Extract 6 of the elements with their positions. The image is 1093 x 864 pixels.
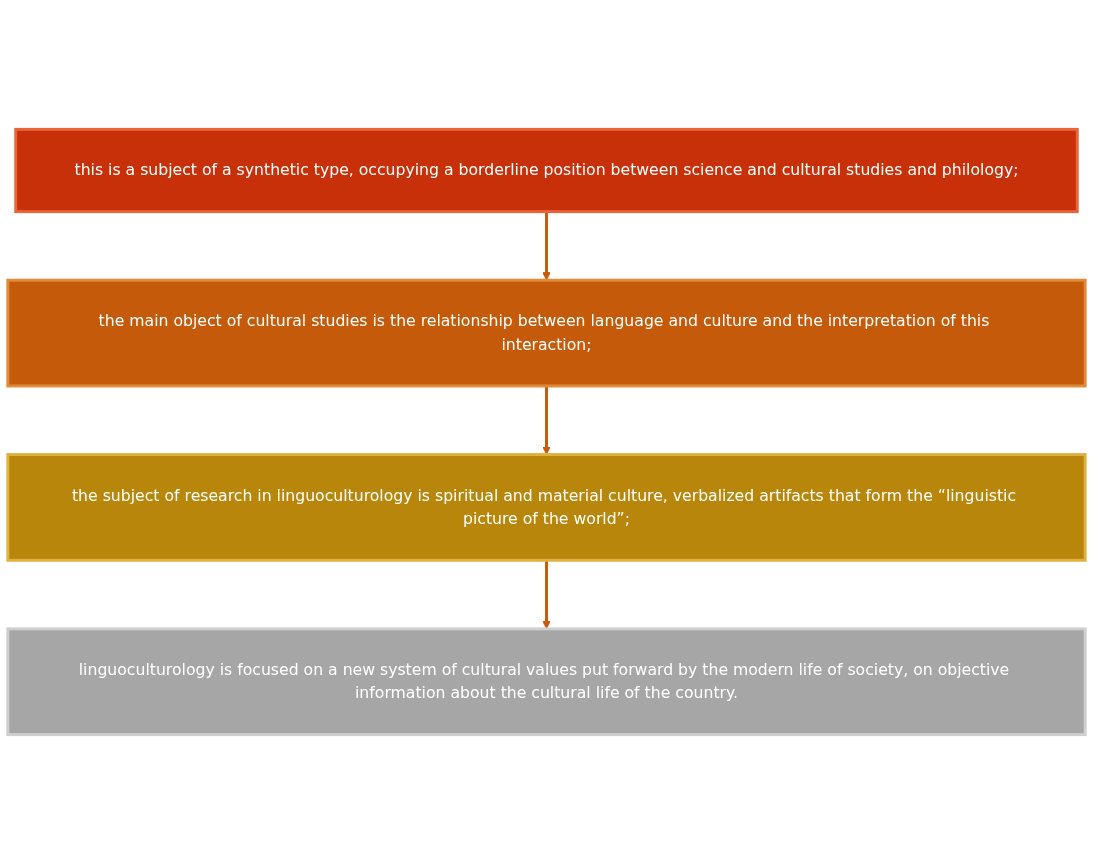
node-box: linguoculturology is focused on a new system of cultural values put forward by the modern life of society, on objective information about the cultural life of the country. xyxy=(6,627,1087,737)
arrow xyxy=(542,385,551,455)
arrow xyxy=(542,211,551,281)
node-box: the main object of cultural studies is the relationship between language and culture and the interpretation of this interaction; xyxy=(6,278,1087,388)
node-box: this is a subject of a synthetic type, occupying a borderline position between science and cultural studies and philology; xyxy=(14,127,1079,214)
node-box: the subject of research in linguoculturology is spiritual and material culture, verbalized artifacts that form the “linguistic picture of the world”; xyxy=(6,453,1087,562)
